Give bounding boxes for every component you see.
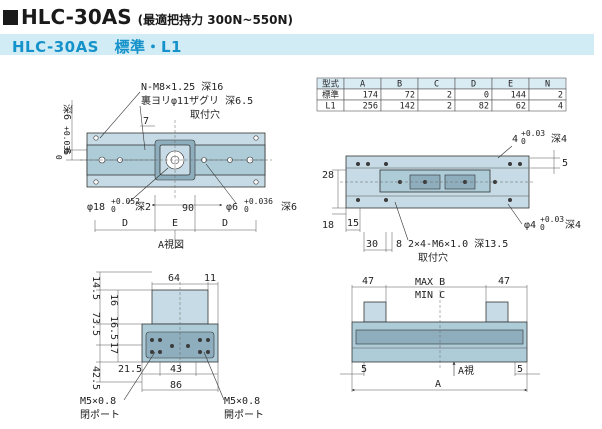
top-dim-6-tol: +0.0360 <box>54 126 71 160</box>
bottom-dim-A: A <box>435 379 441 390</box>
bottom-dim-47-right: 47 <box>498 276 510 287</box>
spec-table-value: 2 <box>447 102 452 112</box>
port-close-label: 閉ポート <box>80 409 120 421</box>
top-dim-90: 90 <box>182 203 194 214</box>
top-dim-deep2: 深2 <box>135 201 151 213</box>
front-dim-86: 86 <box>170 380 182 391</box>
spec-table-header: 型式 <box>322 79 340 90</box>
right-dim-15: 15 <box>347 218 359 229</box>
spec-table-value: 82 <box>479 102 489 112</box>
front-dim-43: 43 <box>170 364 182 375</box>
spec-table-value: 標準 <box>322 90 340 101</box>
front-view: 64 11 14.5 16 16.5 73.5 17 42.5 21.5 43 … <box>80 271 264 421</box>
front-dim-42-5: 42.5 <box>90 366 101 390</box>
spec-table-value: 62 <box>516 102 526 112</box>
front-dim-21-5: 21.5 <box>118 364 142 375</box>
spec-table-header: B <box>397 80 402 90</box>
right-dim-5: 5 <box>562 158 568 169</box>
top-dim-deep6b: 深6 <box>281 201 297 213</box>
bottom-view-jaw-left <box>363 301 387 323</box>
spec-table-value: L1 <box>325 102 335 112</box>
spec-table-value: 2 <box>447 91 452 101</box>
spec-table-value: 72 <box>405 91 415 101</box>
title-square-bullet <box>3 10 18 25</box>
top-dim-phi6: φ6 <box>226 202 238 213</box>
title-grip-force: (最適把持力 300N~550N) <box>137 13 294 27</box>
right-dim-deep4a: 深4 <box>551 133 567 145</box>
spec-table-header: N <box>545 80 550 90</box>
right-dim-30: 30 <box>366 239 378 250</box>
spec-table-header: A <box>360 80 365 90</box>
spec-table-value: 142 <box>400 102 415 112</box>
spec-table-value: 4 <box>558 102 563 112</box>
top-view-label: A視図 <box>158 238 184 251</box>
page-title: HLC-30AS (最適把持力 300N~550N) <box>0 5 293 29</box>
front-dim-17: 17 <box>108 342 119 354</box>
bottom-side-view: 47 47 MAX B MIN C 5 5 A視 A <box>340 276 540 392</box>
spec-table-value: 144 <box>511 91 526 101</box>
bottom-view-jaw-right <box>485 301 509 323</box>
bottom-dim-min-c: MIN C <box>415 290 445 301</box>
top-dim-deep6: 深6 <box>61 104 73 120</box>
port-close-size: M5×0.8 <box>80 396 116 407</box>
port-open-label: 開ポート <box>224 409 264 421</box>
spec-table-value: 256 <box>363 102 378 112</box>
top-callout-2: 裏ヨリφ11ザグリ 深6.5 <box>141 94 253 107</box>
front-dim-64: 64 <box>168 273 180 284</box>
spec-table-header: E <box>508 80 513 90</box>
spec-table-header: D <box>471 80 476 90</box>
top-dim-D-right: D <box>222 218 228 229</box>
right-dim-4a: 4 <box>512 134 518 145</box>
top-dim-7: 7 <box>143 116 149 127</box>
section-band-label: HLC-30AS 標準・L1 <box>12 38 182 56</box>
top-dim-phi18: φ18 <box>87 202 105 213</box>
right-dim-18: 18 <box>322 220 334 231</box>
right-dim-deep4b: 深4 <box>565 219 581 231</box>
front-dim-16: 16 <box>108 294 119 306</box>
top-dim-6: 6 <box>61 148 72 154</box>
spec-table-value: 0 <box>484 91 489 101</box>
spec-table-value: 2 <box>558 91 563 101</box>
top-dim-D-left: D <box>122 218 128 229</box>
port-open-size: M5×0.8 <box>224 396 260 407</box>
front-dim-73-5: 73.5 <box>90 312 101 336</box>
right-callout-1: 2×4-M6×1.0 深13.5 <box>408 238 508 250</box>
front-dim-16-5: 16.5 <box>108 316 119 340</box>
bottom-dim-47-left: 47 <box>362 276 374 287</box>
bottom-view-label: A視 <box>458 364 474 377</box>
right-dim-28: 28 <box>322 170 334 181</box>
title-model: HLC-30AS <box>21 5 132 29</box>
spec-table-header: C <box>434 80 439 90</box>
top-callout-3: 取付穴 <box>190 108 220 121</box>
top-dim-E: E <box>172 218 178 229</box>
top-view: N-M8×1.25 深16 裏ヨリφ11ザグリ 深6.5 取付穴 深6 +0.0… <box>54 81 297 251</box>
spec-table-cell <box>528 99 567 112</box>
right-callout-2: 取付穴 <box>418 251 448 264</box>
bottom-dim-max-b: MAX B <box>415 277 445 288</box>
right-dim-8: 8 <box>396 239 402 250</box>
section-band: HLC-30AS 標準・L1 <box>0 34 594 56</box>
top-callout-1: N-M8×1.25 深16 <box>141 81 223 93</box>
front-dim-11: 11 <box>204 273 216 284</box>
right-dim-phi4b: φ4 <box>524 220 536 231</box>
front-dim-14-5: 14.5 <box>90 276 101 300</box>
spec-table-value: 174 <box>363 91 378 101</box>
bottom-dim-5-right: 5 <box>517 364 523 375</box>
bottom-dim-5-left: 5 <box>361 364 367 375</box>
